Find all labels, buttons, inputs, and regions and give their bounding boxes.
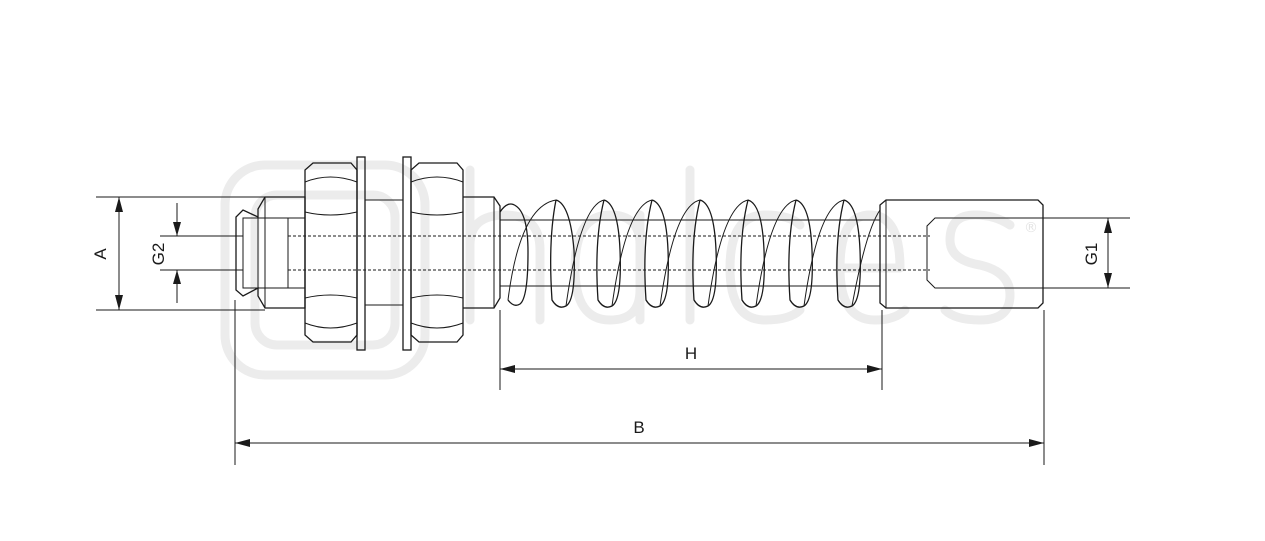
dimension-label-a: A (91, 248, 110, 260)
hex-nut-left (304, 162, 358, 343)
washers (356, 156, 412, 351)
dimension-label-g2: G2 (149, 243, 168, 266)
right-end-sleeve (879, 199, 1044, 309)
dimension-label-g1: G1 (1082, 243, 1101, 266)
coil-spring (499, 199, 881, 308)
watermark-logo: ® (220, 160, 1038, 380)
dimension-lines (96, 196, 1130, 465)
dimension-label-h: H (685, 344, 697, 363)
bore-hidden-lines (288, 235, 930, 271)
hex-nut-right (410, 162, 464, 343)
spring-rod (500, 219, 880, 287)
watermark-registered-mark: ® (1024, 220, 1038, 236)
left-fitting-tip (235, 196, 306, 309)
dimension-label-b: B (633, 418, 644, 437)
body-flange (463, 196, 501, 309)
